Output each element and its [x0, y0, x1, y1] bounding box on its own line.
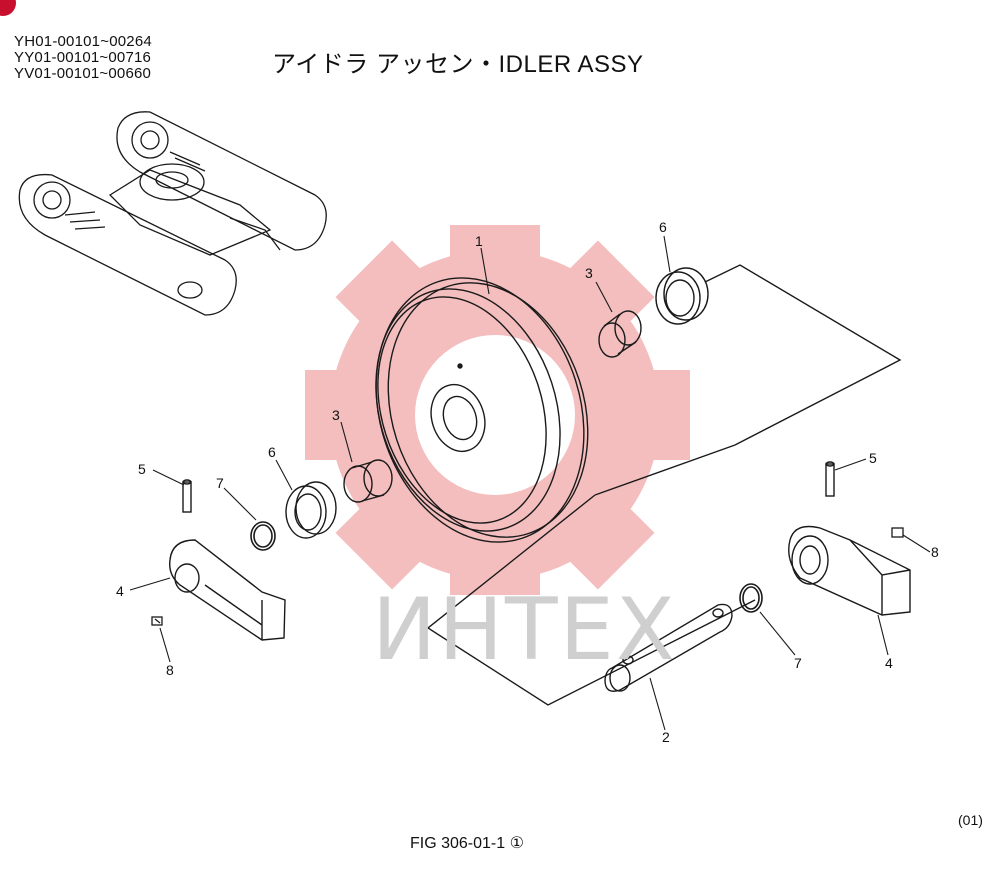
floating-seal-lower — [285, 481, 337, 539]
diagram-title: アイドラ アッセン・IDLER ASSY — [272, 51, 644, 78]
callout-3: 3 — [332, 407, 340, 423]
callout-2: 2 — [662, 729, 670, 745]
callout-5: 5 — [869, 450, 877, 466]
support-bracket-right — [788, 525, 911, 616]
watermark-gear — [305, 225, 690, 595]
assembly-plane — [426, 264, 902, 706]
bolt-right — [891, 527, 904, 538]
figure-number: FIG 306-01-1 ① — [410, 835, 524, 852]
callout-6: 6 — [268, 444, 276, 460]
o-ring-left — [250, 521, 276, 551]
undercarriage-overview — [18, 111, 327, 316]
callout-5: 5 — [138, 461, 146, 477]
callout-6: 6 — [659, 219, 667, 235]
callout-numbers: 1 3 6 3 6 5 7 4 8 5 8 7 4 2 — [116, 219, 939, 745]
bushing-lower — [343, 459, 393, 503]
callout-3: 3 — [585, 265, 593, 281]
bolt-left — [151, 616, 163, 626]
leader-lines — [129, 235, 931, 731]
support-bracket-left — [169, 539, 286, 641]
callout-4: 4 — [116, 583, 124, 599]
serial-range: YH01-00101~00264 — [14, 33, 152, 50]
callout-1: 1 — [475, 233, 483, 249]
callout-8: 8 — [166, 662, 174, 678]
serial-range: YY01-00101~00716 — [14, 49, 152, 66]
pin-left — [182, 479, 192, 513]
watermark-text: ИНТЕХ — [372, 580, 677, 680]
idler-shaft — [604, 603, 733, 692]
floating-seal-upper — [655, 267, 709, 325]
callout-7: 7 — [794, 655, 802, 671]
o-ring-right — [739, 583, 763, 613]
serial-ranges: YH01-00101~00264 YY01-00101~00716 YV01-0… — [14, 34, 152, 82]
pin-right — [825, 461, 835, 497]
callout-7: 7 — [216, 475, 224, 491]
idler-wheel — [375, 277, 589, 543]
bushing-upper — [598, 310, 642, 358]
serial-range: YV01-00101~00660 — [14, 65, 152, 82]
brand-badge — [0, 0, 16, 16]
figure-corner-note: (01) — [958, 812, 983, 828]
callout-4: 4 — [885, 655, 893, 671]
callout-8: 8 — [931, 544, 939, 560]
